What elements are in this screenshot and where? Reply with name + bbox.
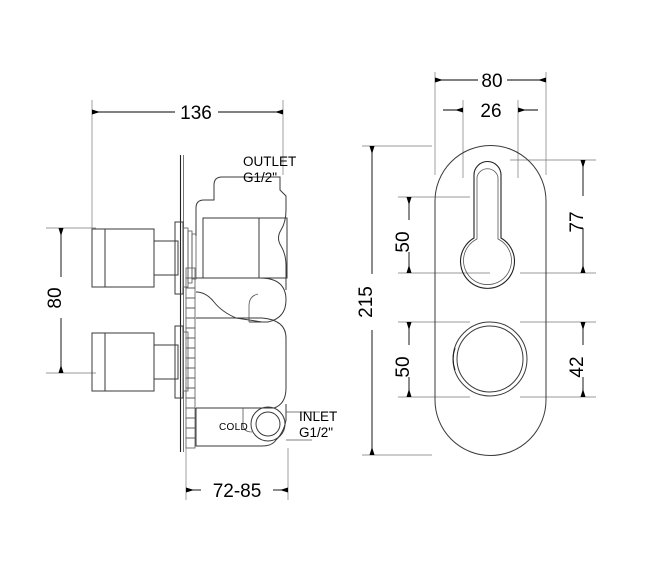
side-dim-7285: 72-85 bbox=[186, 481, 288, 502]
thread-spline-stack bbox=[185, 267, 196, 449]
control-knob bbox=[452, 321, 528, 397]
cold-label: COLD bbox=[219, 422, 248, 433]
front-dim-42: 42 bbox=[567, 322, 588, 397]
dim-handle-to-knob-center: 42 bbox=[567, 356, 588, 377]
front-dim-215: 215 bbox=[356, 146, 377, 455]
side-dim-80-extensions bbox=[46, 227, 96, 374]
side-dim-80: 80 bbox=[45, 228, 66, 373]
oval-backplate bbox=[434, 145, 547, 456]
inlet-label-line2: G1/2" bbox=[299, 425, 333, 440]
side-dim-136-extensions bbox=[91, 100, 284, 228]
front-top-dim-extensions bbox=[434, 72, 547, 178]
front-dim-50-top: 50 bbox=[393, 197, 414, 273]
front-view-group: 80 26 215 50 bbox=[356, 71, 596, 456]
inlet-port bbox=[250, 406, 286, 442]
dim-plate-width: 80 bbox=[481, 71, 502, 92]
dim-plate-height: 215 bbox=[356, 286, 377, 318]
outlet-label-line2: G1/2" bbox=[243, 170, 277, 185]
dim-overall-length: 136 bbox=[180, 103, 212, 124]
dim-top-center-offset: 50 bbox=[393, 231, 414, 252]
side-dim-136: 136 bbox=[92, 103, 283, 124]
valve-body bbox=[195, 176, 320, 447]
dim-body-depth: 72-85 bbox=[213, 481, 262, 502]
dim-handle-spacing: 80 bbox=[45, 287, 66, 308]
mounting-plate-line bbox=[179, 155, 184, 452]
front-dim-50-bottom: 50 bbox=[393, 322, 414, 397]
front-dim-26: 26 bbox=[443, 101, 538, 122]
lower-handle-assembly bbox=[91, 325, 189, 399]
dim-handle-width: 26 bbox=[480, 101, 501, 122]
dim-top-to-handle-center: 77 bbox=[567, 211, 588, 232]
lever-handle bbox=[460, 160, 515, 289]
dim-bottom-center-offset: 50 bbox=[393, 356, 414, 377]
side-view-group: 136 80 72-85 bbox=[45, 100, 337, 502]
front-dim-77: 77 bbox=[567, 160, 588, 273]
outlet-label-line1: OUTLET bbox=[243, 154, 296, 169]
upper-handle-assembly bbox=[91, 221, 197, 295]
front-dim-80: 80 bbox=[435, 71, 546, 92]
inlet-label-line1: INLET bbox=[299, 409, 337, 424]
